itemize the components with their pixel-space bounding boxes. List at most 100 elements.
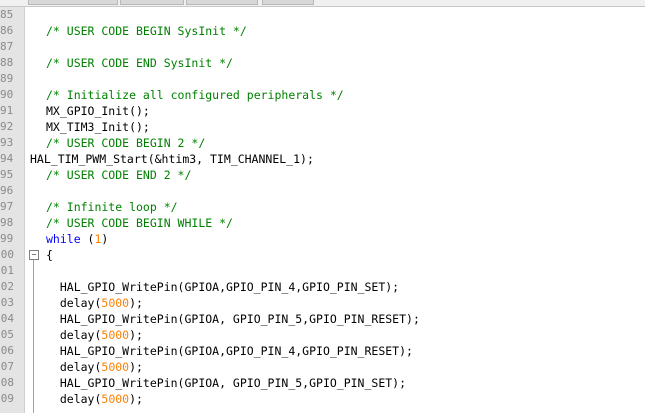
code-token: 5000 [101,360,130,374]
code-token: 5000 [101,296,130,310]
line-number: 100 [0,248,14,261]
code-token: /* USER CODE BEGIN 2 */ [46,136,206,150]
editor-tab[interactable] [28,0,118,5]
code-text: HAL_GPIO_WritePin(GPIOA,GPIO_PIN_4,GPIO_… [46,343,413,359]
code-line[interactable]: 94 HAL_TIM_PWM_Start(&htim3, TIM_CHANNEL_… [0,151,645,167]
code-token: HAL_GPIO_WritePin(GPIOA, GPIO_PIN_5,GPIO… [46,376,407,390]
code-line[interactable]: 106 HAL_GPIO_WritePin(GPIOA,GPIO_PIN_4,G… [0,343,645,359]
code-token: 5000 [101,328,130,342]
code-line[interactable]: 93 /* USER CODE BEGIN 2 */ [0,135,645,151]
code-line[interactable]: 109 delay(5000); [0,391,645,407]
code-token: /* Infinite loop */ [46,200,178,214]
code-text: delay(5000); [46,295,143,311]
editor-tab[interactable] [186,0,258,5]
code-token: ); [129,392,143,406]
code-token: ); [129,296,143,310]
code-token: /* USER CODE BEGIN SysInit */ [46,24,247,38]
code-token: MX_GPIO_Init(); [46,104,150,118]
code-line[interactable]: 86 /* USER CODE BEGIN SysInit */ [0,23,645,39]
code-line[interactable]: 105 delay(5000); [0,327,645,343]
code-token: HAL_GPIO_WritePin(GPIOA, GPIO_PIN_5,GPIO… [46,312,420,326]
code-token: /* USER CODE END 2 */ [46,168,192,182]
code-line[interactable]: 97 /* Infinite loop */ [0,199,645,215]
code-line[interactable]: 96 [0,183,645,199]
code-line[interactable]: 104 HAL_GPIO_WritePin(GPIOA, GPIO_PIN_5,… [0,311,645,327]
code-token: 1 [94,232,102,246]
code-line[interactable]: 87 [0,39,645,55]
code-token: delay( [46,360,102,374]
code-line[interactable]: 89 [0,71,645,87]
code-token: /* USER CODE BEGIN WHILE */ [46,216,233,230]
line-number: 97 [0,200,14,213]
code-line[interactable]: 99 while (1) [0,231,645,247]
code-text: MX_GPIO_Init(); [46,103,150,119]
line-number: 90 [0,88,14,101]
code-text: /* USER CODE BEGIN 2 */ [46,135,205,151]
code-token: /* USER CODE END SysInit */ [46,56,233,70]
code-text: { [46,247,53,263]
code-text: /* USER CODE END SysInit */ [46,55,233,71]
line-number: 107 [0,360,14,373]
code-line[interactable]: 100 { [0,247,645,263]
code-line[interactable]: 103 delay(5000); [0,295,645,311]
code-text: HAL_TIM_PWM_Start(&htim3, TIM_CHANNEL_1)… [30,151,314,167]
line-number: 87 [0,40,14,53]
code-line[interactable]: 88 /* USER CODE END SysInit */ [0,55,645,71]
code-editor[interactable]: 85 86 /* USER CODE BEGIN SysInit */ 87 88 /* … [0,7,645,413]
code-token: /* Initialize all configured peripherals… [46,88,344,102]
line-number: 85 [0,8,14,21]
editor-tab[interactable] [120,0,184,5]
code-text: while (1) [46,231,108,247]
code-line[interactable]: 108 HAL_GPIO_WritePin(GPIOA, GPIO_PIN_5,… [0,375,645,391]
tab-bar [0,0,645,7]
code-token: MX_TIM3_Init(); [46,120,150,134]
code-text: /* Infinite loop */ [46,199,178,215]
code-line[interactable]: 91 MX_GPIO_Init(); [0,103,645,119]
line-number: 95 [0,168,14,181]
code-text: delay(5000); [46,359,143,375]
line-number: 91 [0,104,14,117]
code-text: HAL_GPIO_WritePin(GPIOA, GPIO_PIN_5,GPIO… [46,311,420,327]
code-token: HAL_GPIO_WritePin(GPIOA,GPIO_PIN_4,GPIO_… [46,344,413,358]
line-number: 109 [0,392,14,405]
code-line[interactable]: 98 /* USER CODE BEGIN WHILE */ [0,215,645,231]
code-token: delay( [46,328,102,342]
code-text: MX_TIM3_Init(); [46,119,150,135]
line-number: 88 [0,56,14,69]
line-number: 86 [0,24,14,37]
code-token: delay( [46,296,102,310]
code-text: /* USER CODE END 2 */ [46,167,191,183]
editor-tab[interactable] [262,0,314,5]
line-number: 94 [0,152,14,165]
code-token: { [46,248,53,262]
line-number: 106 [0,344,14,357]
fold-guide-line [33,260,34,413]
code-token: while [46,232,81,246]
code-line[interactable]: 95 /* USER CODE END 2 */ [0,167,645,183]
line-number-gutter [0,7,25,413]
line-number: 99 [0,232,14,245]
line-number: 103 [0,296,14,309]
line-number: 89 [0,72,14,85]
line-number: 93 [0,136,14,149]
code-text: /* USER CODE BEGIN WHILE */ [46,215,233,231]
code-text: HAL_GPIO_WritePin(GPIOA, GPIO_PIN_5,GPIO… [46,375,406,391]
code-token: HAL_TIM_PWM_Start(&htim3, TIM_CHANNEL_1)… [30,152,314,166]
code-line[interactable]: 90 /* Initialize all configured periphera… [0,87,645,103]
line-number: 98 [0,216,14,229]
fold-collapse-icon[interactable]: − [29,250,39,260]
code-line[interactable]: 101 [0,263,645,279]
fold-margin [25,7,39,413]
code-line[interactable]: 102 HAL_GPIO_WritePin(GPIOA,GPIO_PIN_4,G… [0,279,645,295]
code-line[interactable]: 107 delay(5000); [0,359,645,375]
code-line[interactable]: 85 [0,7,645,23]
code-token: ); [129,328,143,342]
code-token: HAL_GPIO_WritePin(GPIOA,GPIO_PIN_4,GPIO_… [46,280,400,294]
code-token: delay( [46,392,102,406]
code-text: delay(5000); [46,391,143,407]
line-number: 102 [0,280,14,293]
line-number: 108 [0,376,14,389]
code-text: HAL_GPIO_WritePin(GPIOA,GPIO_PIN_4,GPIO_… [46,279,399,295]
code-token: 5000 [101,392,130,406]
